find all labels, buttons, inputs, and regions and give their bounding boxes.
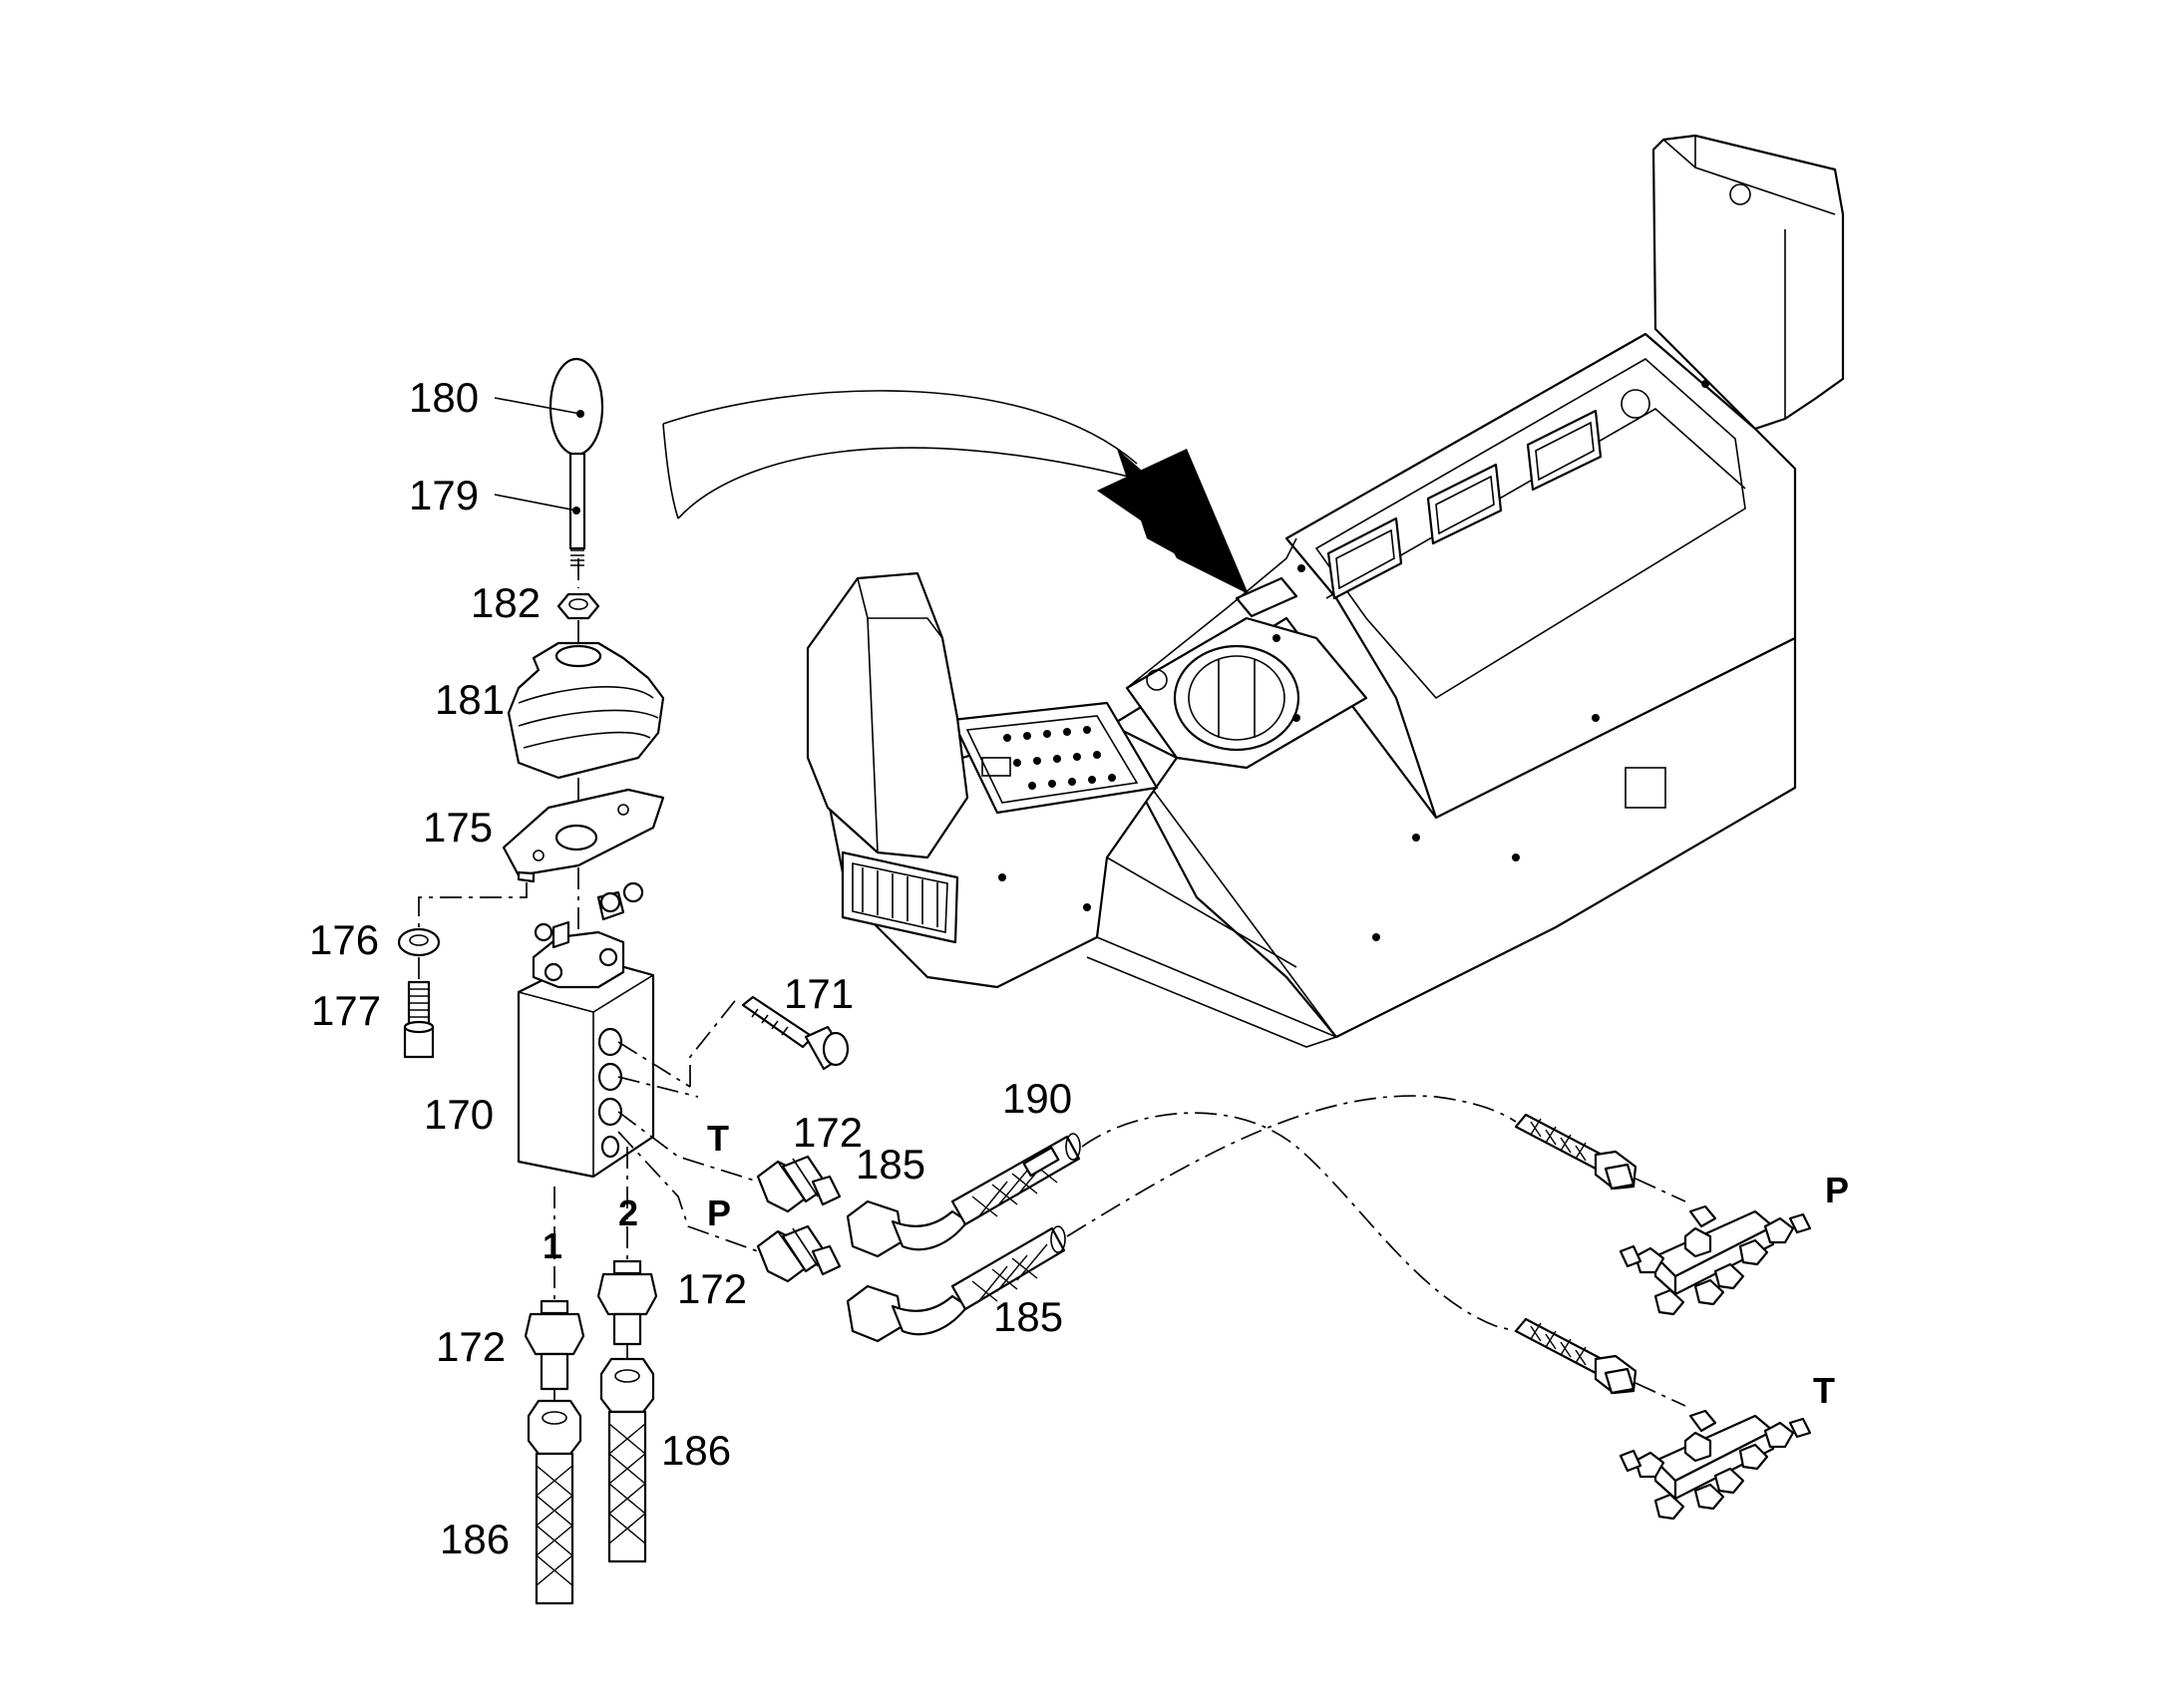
label-171: 171 <box>784 970 854 1017</box>
label-185-upper: 185 <box>856 1141 925 1188</box>
bolt-171 <box>741 995 850 1071</box>
leader-lines <box>494 397 581 512</box>
label-180: 180 <box>409 374 479 421</box>
hose-185-lower <box>846 1225 1066 1343</box>
washer-176 <box>397 927 441 957</box>
front-vent <box>841 851 959 944</box>
hose-186-port-1 <box>527 1399 582 1605</box>
label-181: 181 <box>435 676 505 723</box>
label-175: 175 <box>423 804 493 851</box>
label-172-t: 172 <box>793 1109 863 1156</box>
knob-180 <box>548 357 604 457</box>
label-186-port-1: 186 <box>440 1516 510 1562</box>
port-label-p-valve: P <box>707 1193 731 1233</box>
screw-177 <box>403 980 435 1059</box>
fitting-172-port-1 <box>524 1299 585 1391</box>
label-185-lower: 185 <box>993 1293 1063 1340</box>
gauge-window-3 <box>1526 409 1603 492</box>
location-arrow <box>662 390 1249 594</box>
plate-175 <box>502 788 665 883</box>
port-label-2: 2 <box>618 1193 638 1233</box>
label-172-p: 172 <box>677 1265 747 1312</box>
hose-186-port-2 <box>599 1357 655 1563</box>
manifold-t <box>1619 1409 1812 1521</box>
label-172-port-1: 172 <box>436 1323 506 1370</box>
assembly-centerlines <box>418 558 1686 1407</box>
label-177: 177 <box>311 987 381 1034</box>
console-housing <box>806 134 1845 1048</box>
label-186-port-2: 186 <box>661 1427 731 1474</box>
port-label-1: 1 <box>543 1225 562 1266</box>
label-170: 170 <box>424 1091 494 1138</box>
port-label-t-manifold: T <box>1813 1370 1835 1411</box>
gauge-window-2 <box>1426 463 1503 545</box>
label-179: 179 <box>409 472 479 518</box>
fitting-172-port-2 <box>596 1259 658 1346</box>
label-176: 176 <box>309 916 379 963</box>
hose-end-p <box>1514 1113 1637 1191</box>
nut-182 <box>556 592 600 620</box>
hose-end-t <box>1514 1317 1637 1395</box>
manifold-p <box>1619 1204 1812 1316</box>
label-190: 190 <box>1002 1075 1072 1122</box>
fitting-172-p <box>756 1224 842 1283</box>
port-label-t-valve: T <box>707 1118 729 1159</box>
hose-185-upper <box>846 1133 1081 1258</box>
shifter-opening <box>1173 644 1300 752</box>
gauge-window-1 <box>1326 516 1403 600</box>
valve-body-170 <box>517 881 655 1179</box>
boot-181 <box>507 641 665 780</box>
label-182: 182 <box>471 579 541 626</box>
fuse-panel <box>950 701 1159 815</box>
port-label-p-manifold: P <box>1825 1170 1849 1210</box>
fitting-172-t <box>756 1155 842 1213</box>
